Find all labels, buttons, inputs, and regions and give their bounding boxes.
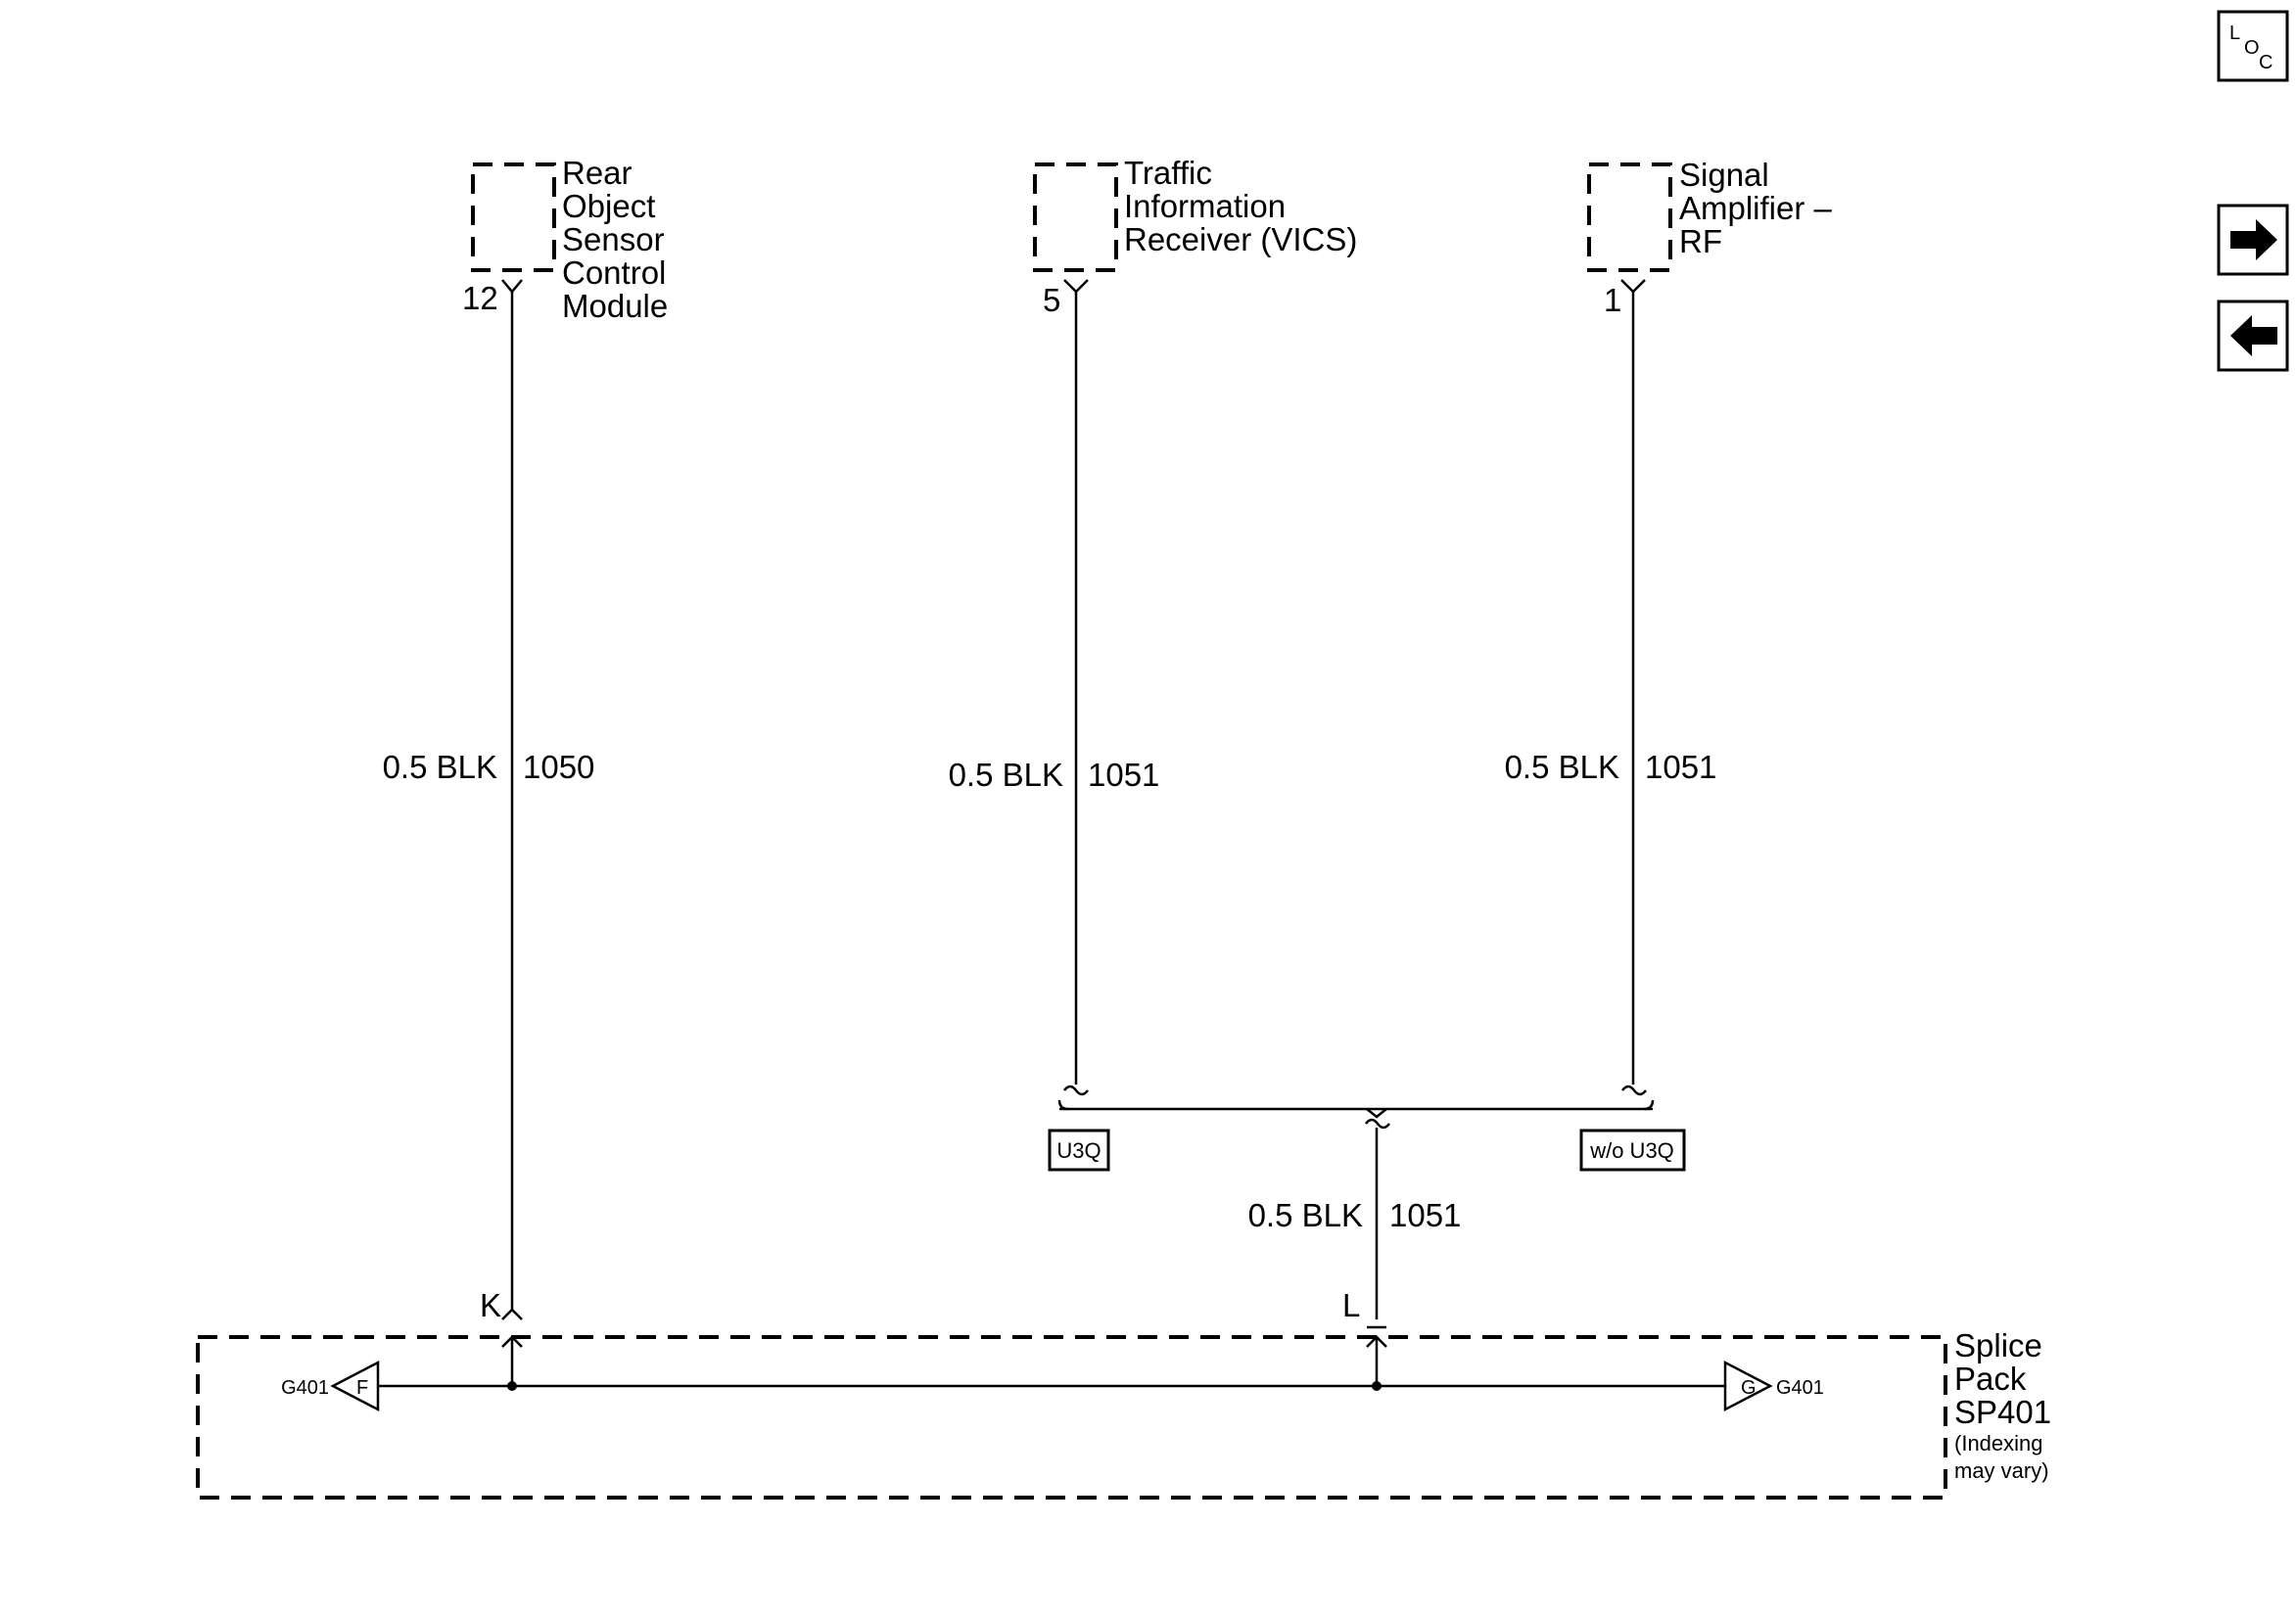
splice-pack-note-line: (Indexing xyxy=(1954,1431,2043,1455)
circuit-number: 1051 xyxy=(1389,1197,1461,1233)
connector-terminal-icon xyxy=(1063,279,1089,294)
arrow-right-icon[interactable] xyxy=(2217,204,2289,276)
splice-pack-note-line: may vary) xyxy=(1954,1458,2049,1483)
option-break-icon xyxy=(1063,1085,1089,1096)
ground-letter: F xyxy=(356,1377,368,1399)
option-break-icon xyxy=(1366,1108,1387,1119)
ground-letter: G xyxy=(1741,1377,1757,1399)
loc-icon[interactable]: L O C xyxy=(2217,10,2289,82)
circuit-number: 1050 xyxy=(523,749,594,785)
wire-size-color: 0.5 BLK xyxy=(383,749,497,785)
splice-pack-sp401: K L F G401 G G401 Splice Pack SP401 (Ind… xyxy=(196,1287,2051,1500)
splice-pack-label-line: SP401 xyxy=(1954,1394,2051,1430)
splice-pack-label-line: Pack xyxy=(1954,1361,2027,1397)
loc-icon-c: C xyxy=(2259,52,2273,73)
wire-size-color: 0.5 BLK xyxy=(1248,1197,1363,1233)
component-label-line: Control xyxy=(562,254,666,291)
wire-size-color: 0.5 BLK xyxy=(1505,749,1619,785)
pin-number: 12 xyxy=(462,280,498,316)
component-traffic-information-receiver: Traffic Information Receiver (VICS) 5 0.… xyxy=(949,155,1357,1085)
ground-terminal-f: F G401 xyxy=(281,1360,380,1412)
component-label-line: Traffic xyxy=(1124,155,1212,191)
component-label-line: Information xyxy=(1124,188,1286,224)
wire-size-color: 0.5 BLK xyxy=(949,757,1063,793)
option-tag-label: w/o U3Q xyxy=(1589,1138,1674,1163)
ground-triangle-icon xyxy=(330,1360,380,1412)
connector-terminal-icon xyxy=(501,1308,523,1320)
component-label-line: Object xyxy=(562,188,655,224)
option-break-icon xyxy=(1057,1099,1069,1111)
component-label-line: Receiver (VICS) xyxy=(1124,221,1357,257)
option-tag-label: U3Q xyxy=(1056,1138,1101,1163)
ground-triangle-icon xyxy=(1723,1360,1773,1412)
ground-label: G401 xyxy=(1776,1377,1824,1399)
arrow-left-icon[interactable] xyxy=(2217,300,2289,372)
option-break-icon xyxy=(1621,1085,1647,1096)
component-box xyxy=(471,162,556,272)
component-rear-object-sensor-module: Rear Object Sensor Control Module 12 0.5… xyxy=(383,155,668,1310)
splice-pack-box xyxy=(196,1335,1947,1500)
option-junction: U3Q w/o U3Q 0.5 BLK 1051 xyxy=(1048,1085,1686,1319)
component-label-line: Sensor xyxy=(562,221,665,257)
component-box xyxy=(1587,162,1672,272)
component-signal-amplifier-rf: Signal Amplifier – RF 1 0.5 BLK 1051 xyxy=(1505,157,1833,1085)
option-break-icon xyxy=(1365,1118,1390,1130)
component-label-line: Rear xyxy=(562,155,633,191)
component-box xyxy=(1033,162,1118,272)
ground-terminal-g: G G401 xyxy=(1723,1360,1824,1412)
component-label-line: Amplifier – xyxy=(1679,190,1833,226)
component-label-line: RF xyxy=(1679,223,1722,259)
connector-terminal-icon xyxy=(501,279,523,294)
ground-label: G401 xyxy=(281,1377,329,1399)
connector-terminal-icon xyxy=(1620,279,1646,294)
circuit-number: 1051 xyxy=(1645,749,1716,785)
option-tag-u3q: U3Q xyxy=(1048,1129,1110,1172)
option-tag-without-u3q: w/o U3Q xyxy=(1579,1129,1686,1172)
pin-number: 5 xyxy=(1043,282,1060,318)
loc-icon-l: L xyxy=(2229,23,2240,44)
pin-l-label: L xyxy=(1342,1287,1360,1323)
loc-icon-o: O xyxy=(2244,37,2260,59)
pin-number: 1 xyxy=(1604,282,1621,318)
circuit-number: 1051 xyxy=(1088,757,1159,793)
splice-pack-label-line: Splice xyxy=(1954,1327,2042,1363)
option-break-icon xyxy=(1643,1099,1655,1111)
component-label-line: Signal xyxy=(1679,157,1769,193)
pin-k-label: K xyxy=(480,1287,501,1323)
component-label-line: Module xyxy=(562,288,668,324)
